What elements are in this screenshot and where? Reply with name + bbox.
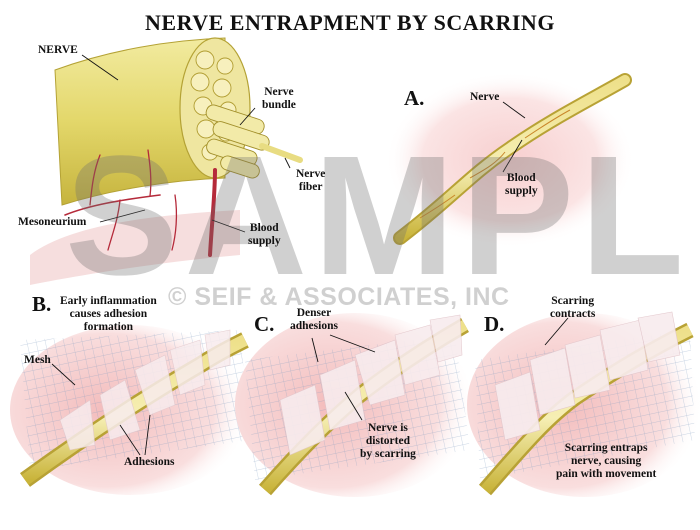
- label-nerve-fiber-line-2: fiber: [298, 181, 323, 193]
- panel-c-caption-line-1: Denser: [296, 307, 332, 319]
- label-nerve: NERVE: [38, 44, 78, 56]
- label-nerve-bundle-line-1: Nerve: [264, 86, 294, 98]
- panel-d-note-line-1: Scarring entraps: [564, 442, 648, 454]
- label-mesoneurium: Mesoneurium: [18, 216, 87, 228]
- label-blood-supply-panel-a-line-2: supply: [505, 185, 538, 197]
- label-blood-supply-panel-a-line-1: Blood: [506, 172, 536, 184]
- panel-b-caption-line-1: Early inflammation: [60, 295, 157, 307]
- panel-d-figure: [467, 311, 700, 497]
- panel-c-note-line-3: by scarring: [360, 448, 416, 460]
- mesoneurium-tissue: [30, 210, 240, 285]
- label-blood-supply-top-left-line-2: supply: [248, 235, 281, 247]
- panel-c-note-line-1: Nerve is: [367, 422, 408, 434]
- panel-c-caption-line-2: adhesions: [290, 320, 338, 332]
- panel-c-letter: C.: [254, 312, 275, 336]
- panel-c-note: Nerve is distorted by scarring: [360, 422, 416, 461]
- panel-d-note-line-3: pain with movement: [556, 468, 657, 480]
- label-blood-supply-top-left: Blood supply: [248, 222, 281, 248]
- label-nerve-fiber: Nerve fiber: [296, 168, 325, 194]
- leader-lines-top-left: [81, 54, 291, 233]
- panel-c-note-line-2: distorted: [365, 435, 410, 447]
- panel-d-caption-line-1: Scarring: [551, 295, 595, 307]
- panel-d-caption: Scarring contracts: [550, 295, 595, 321]
- panel-a-letter: A.: [404, 86, 425, 110]
- label-mesh: Mesh: [24, 354, 51, 366]
- panel-a-figure: [385, 72, 635, 248]
- label-nerve-bundle-line-2: bundle: [262, 99, 296, 111]
- panel-d-caption-line-2: contracts: [550, 308, 596, 320]
- blood-vessels: [64, 149, 217, 257]
- panel-b-caption-line-2: causes adhesion: [69, 308, 148, 320]
- label-adhesions: Adhesions: [124, 456, 175, 468]
- label-nerve-panel-a: Nerve: [470, 91, 500, 103]
- panel-d-note-line-2: nerve, causing: [571, 455, 642, 467]
- panel-b-letter: B.: [32, 292, 52, 316]
- label-nerve-fiber-line-1: Nerve: [296, 168, 326, 180]
- label-blood-supply-panel-a: Blood supply: [505, 172, 538, 198]
- label-blood-supply-top-left-line-1: Blood: [249, 222, 279, 234]
- nerve-cross-section-figure: [30, 37, 303, 285]
- page-title: NERVE ENTRAPMENT BY SCARRING: [145, 10, 555, 35]
- panel-c-caption: Denser adhesions: [290, 307, 338, 333]
- label-nerve-bundle: Nerve bundle: [262, 86, 296, 112]
- panel-c-figure: [235, 313, 475, 497]
- panel-d-note: Scarring entraps nerve, causing pain wit…: [556, 442, 656, 481]
- panel-b-figure: [10, 325, 250, 495]
- extruded-bundle: [205, 104, 270, 179]
- panel-d-letter: D.: [484, 312, 505, 336]
- single-nerve-fiber: [259, 143, 303, 163]
- panel-b-caption-line-3: formation: [83, 321, 133, 333]
- panel-b-caption: Early inflammation causes adhesion forma…: [60, 295, 157, 334]
